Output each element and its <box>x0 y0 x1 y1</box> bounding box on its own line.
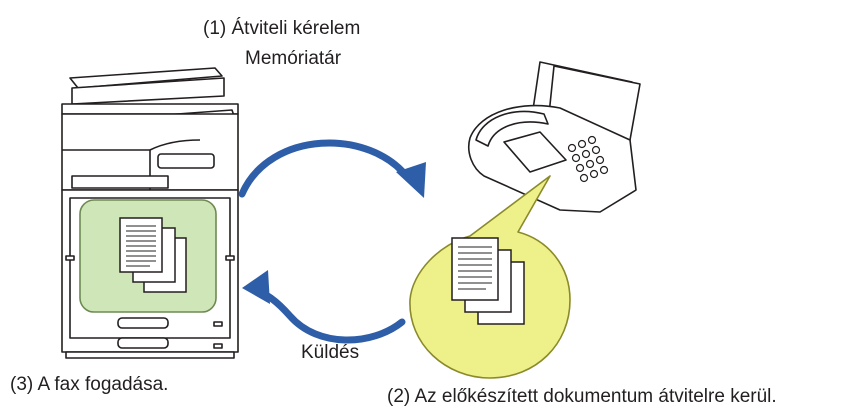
send-label: Küldés <box>301 342 360 363</box>
fax-received-label: (3) A fax fogadása. <box>10 374 169 395</box>
document-stack-icon <box>119 217 187 293</box>
send-arrow <box>250 286 406 344</box>
transfer-request-label: (1) Átviteli kérelem <box>203 18 361 39</box>
transfer-request-arrow <box>238 139 412 198</box>
document-stack-icon <box>451 237 525 325</box>
fax-machine-icon <box>468 61 641 213</box>
document-transferred-label: (2) Az előkészített dokumentum átvitelre… <box>387 386 777 407</box>
send-arrowhead <box>242 270 270 304</box>
transfer-request-arrowhead <box>396 162 426 198</box>
memory-box-label: Memóriatár <box>245 48 342 69</box>
